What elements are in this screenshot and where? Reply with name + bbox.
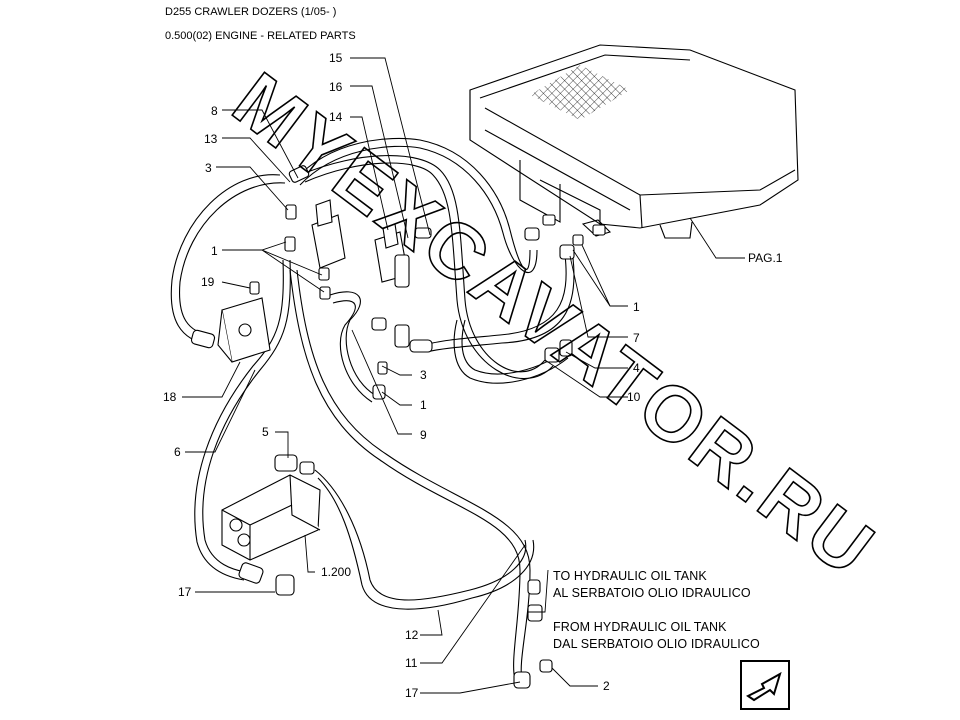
callout-8: 8	[211, 104, 218, 118]
callout-18: 18	[163, 390, 177, 404]
callout-16: 16	[329, 80, 343, 94]
callout-3: 3	[205, 161, 212, 175]
next-page-button[interactable]	[740, 660, 790, 710]
callout-10: 10	[627, 390, 641, 404]
callout-17: 17	[178, 585, 192, 599]
callouts: 15 16 14 8 13 3 1 19 18 6 5 17 1.200 3 1…	[163, 51, 783, 700]
note-from-tank-it: DAL SERBATOIO OLIO IDRAULICO	[553, 637, 760, 651]
callout-19: 19	[201, 275, 215, 289]
callout-15: 15	[329, 51, 343, 65]
hydraulic-hoses	[170, 137, 575, 681]
callout-13: 13	[204, 132, 218, 146]
callout-1-200: 1.200	[321, 565, 351, 579]
diagram-model-title: D255 CRAWLER DOZERS (1/05- )	[165, 6, 337, 18]
callout-9: 9	[420, 428, 427, 442]
callout-1: 1	[211, 244, 218, 258]
callout-11: 11	[405, 656, 418, 670]
callout-7: 7	[633, 331, 640, 345]
callout-3: 3	[420, 368, 427, 382]
callout-2: 2	[603, 679, 610, 693]
callout-4: 4	[633, 361, 640, 375]
callout-14: 14	[329, 110, 343, 124]
callout-12: 12	[405, 628, 419, 642]
leader-lines	[182, 57, 745, 694]
callout-6: 6	[174, 445, 181, 459]
diagram-section-title: 0.500(02) ENGINE - RELATED PARTS	[165, 30, 356, 42]
callout-1: 1	[633, 300, 640, 314]
hydraulic-tank-drawing	[469, 44, 799, 239]
note-to-tank-en: TO HYDRAULIC OIL TANK	[553, 569, 707, 583]
callout-17: 17	[405, 686, 419, 700]
callout-1: 1	[420, 398, 427, 412]
callout-pag-1: PAG.1	[748, 251, 783, 265]
arrow-next-page-icon	[746, 671, 782, 702]
fittings	[190, 165, 606, 689]
callout-5: 5	[262, 425, 269, 439]
note-to-tank-it: AL SERBATOIO OLIO IDRAULICO	[553, 586, 751, 600]
note-from-tank-en: FROM HYDRAULIC OIL TANK	[553, 620, 727, 634]
